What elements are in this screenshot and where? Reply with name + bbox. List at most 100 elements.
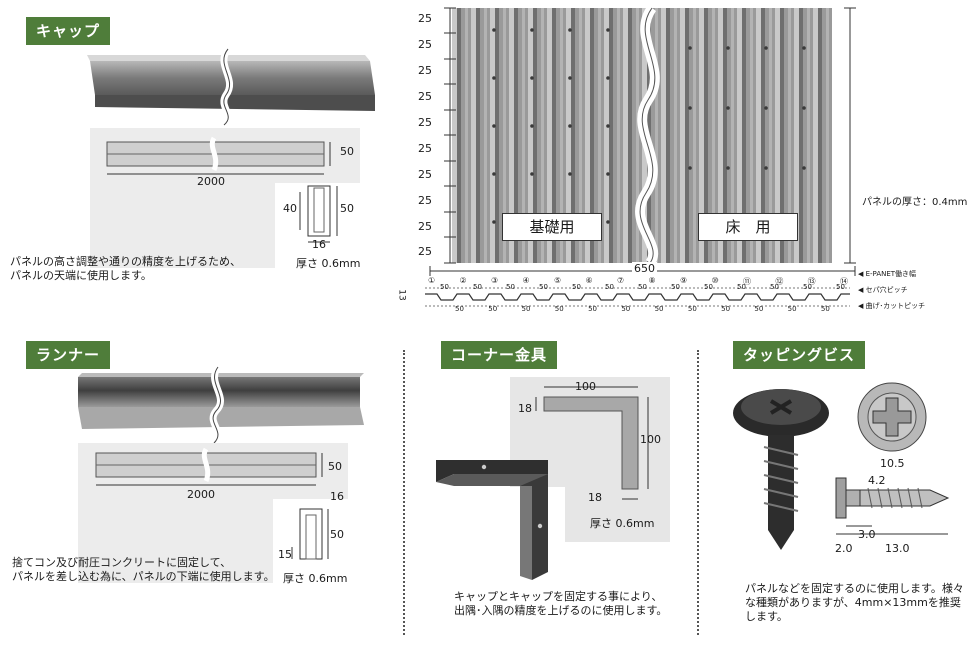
pitch-top: 50 xyxy=(572,283,581,291)
corner-dim-top: 100 xyxy=(575,380,596,393)
pitch-number: ⑤ xyxy=(554,276,562,285)
pitch-top: 50 xyxy=(440,283,449,291)
panel-row-dim: 25 xyxy=(418,38,432,51)
pitch-bottom: 50 xyxy=(488,305,498,313)
runner-description: 捨てコン及び耐圧コンクリートに固定して、 パネルを差し込む為に、パネルの下端に使… xyxy=(12,556,275,583)
pitch-top: 50 xyxy=(506,283,515,291)
panel-thickness-note: パネルの厚さ：0.4mm xyxy=(862,197,968,208)
runner-dim-length: 2000 xyxy=(187,488,215,501)
panel-row-dim: 25 xyxy=(418,116,432,129)
pitch-bottom: 50 xyxy=(754,305,764,313)
screw-description: パネルなどを固定するのに使用します。様々 な種類がありますが、4mm×13mmを… xyxy=(745,582,964,623)
screw-dim-a: 4.2 xyxy=(868,474,886,487)
cap-dim-inner: 40 xyxy=(283,202,297,215)
runner-3d-illustration xyxy=(78,364,364,446)
panel-row-dim: 25 xyxy=(418,245,432,258)
cap-dim-height: 50 xyxy=(340,145,354,158)
panel-side-height: 13 xyxy=(396,289,407,301)
panel-label-floor: 床 用 xyxy=(698,213,798,241)
screw-dim-b: 3.0 xyxy=(858,528,876,541)
cap-dim-thickness: 厚さ 0.6mm xyxy=(296,257,361,270)
pitch-number: ⑭ xyxy=(839,277,848,286)
pitch-top: 50 xyxy=(836,283,845,291)
corner-description: キャップとキャップを固定する事により、 出隅･入隅の精度を上げるのに使用します。 xyxy=(454,590,668,617)
panel-row-dim: 25 xyxy=(418,194,432,207)
panel-legend: ◀ E-PANET働き幅 ◀ セパ穴ピッチ ◀ 曲げ･カットピッチ xyxy=(858,266,925,314)
pitch-bottom: 50 xyxy=(621,305,631,313)
cap-description: パネルの高さ調整や通りの精度を上げるため、 パネルの天端に使用します。 xyxy=(10,255,241,282)
pitch-top: 50 xyxy=(803,283,812,291)
panel-row-dim: 25 xyxy=(418,90,432,103)
pitch-top: 50 xyxy=(671,283,680,291)
pitch-bottom: 50 xyxy=(588,305,597,313)
pitch-number: ⑥ xyxy=(585,276,593,285)
pitch-number: ⑩ xyxy=(711,276,719,285)
panel-pitch-bottom: 50 50 50 50 50 50 50 50 50 50 50 50 xyxy=(455,305,830,313)
panel-circle-numbers: ① ② ③ ④ ⑤ ⑥ ⑦ ⑧ ⑨ ⑩ ⑪ ⑫ ⑬ ⑭ xyxy=(428,276,848,287)
panel-row-dim: 25 xyxy=(418,142,432,155)
panel-width-dim: 650 xyxy=(632,262,657,275)
cap-section-tag: キャップ xyxy=(26,17,111,45)
pitch-top: 50 xyxy=(605,283,614,291)
section-separator xyxy=(697,350,699,635)
pitch-number: ④ xyxy=(522,276,530,285)
runner-dim-thickness: 厚さ 0.6mm xyxy=(283,572,348,585)
panel-row-dim: 25 xyxy=(418,12,432,25)
pitch-top: 50 xyxy=(704,283,713,291)
screw-side-view xyxy=(835,477,950,535)
runner-dim-flange-height: 50 xyxy=(330,528,344,541)
pitch-bottom: 50 xyxy=(455,305,464,313)
legend-item: ◀ 曲げ･カットピッチ xyxy=(858,302,926,310)
panel-height-line xyxy=(844,7,856,264)
screw-dim-length: 13.0 xyxy=(885,542,910,555)
pitch-bottom: 50 xyxy=(687,305,697,313)
corner-dim-bottom: 18 xyxy=(588,491,602,504)
runner-section-tag: ランナー xyxy=(26,341,111,369)
legend-item: ◀ セパ穴ピッチ xyxy=(858,286,908,294)
panel-row-dim: 25 xyxy=(418,220,432,233)
pitch-top: 50 xyxy=(539,283,548,291)
runner-dim-height: 50 xyxy=(328,460,342,473)
panel-profile-section xyxy=(425,287,850,307)
pitch-number: ⑨ xyxy=(680,276,688,285)
screw-top-view xyxy=(857,382,927,452)
legend-item: ◀ E-PANET働き幅 xyxy=(858,270,917,278)
cap-3d-illustration xyxy=(87,46,375,128)
pitch-top: 50 xyxy=(473,283,482,291)
pitch-number: ⑫ xyxy=(775,277,784,286)
pitch-top: 50 xyxy=(638,283,647,291)
pitch-top: 50 xyxy=(770,283,779,291)
cap-dim-length: 2000 xyxy=(197,175,225,188)
section-separator xyxy=(403,350,405,635)
panel-row-ruler xyxy=(444,7,456,264)
pitch-number: ③ xyxy=(491,276,499,285)
corner-dim-right: 100 xyxy=(640,433,661,446)
corner-dim-left: 18 xyxy=(518,402,532,415)
pitch-bottom: 50 xyxy=(554,305,564,313)
corner-dim-thickness: 厚さ 0.6mm xyxy=(590,517,655,530)
pitch-number: ⑬ xyxy=(807,277,816,286)
corner-dimension-drawing xyxy=(510,377,670,542)
pitch-bottom: 50 xyxy=(521,305,531,313)
panel-pitch-top: 50 50 50 50 50 50 50 50 50 50 50 50 50 xyxy=(440,283,845,291)
runner-dim-width: 16 xyxy=(330,490,344,503)
runner-dim-inner: 15 xyxy=(278,548,292,561)
screw-3d-illustration xyxy=(733,389,829,550)
corner-section-tag: コーナー金具 xyxy=(441,341,558,369)
pitch-bottom: 50 xyxy=(721,305,731,313)
screw-section-tag: タッピングビス xyxy=(733,341,866,369)
screw-dim-head: 10.5 xyxy=(880,457,905,470)
pitch-top: 50 xyxy=(737,283,746,291)
pitch-bottom: 50 xyxy=(787,305,797,313)
pitch-number: ② xyxy=(459,276,467,285)
panel-row-dim: 25 xyxy=(418,168,432,181)
panel-label-foundation: 基礎用 xyxy=(502,213,602,241)
screw-dim-c: 2.0 xyxy=(835,542,853,555)
corner-3d-illustration xyxy=(436,460,548,580)
separator-holes xyxy=(492,28,806,224)
cap-dim-width: 16 xyxy=(312,238,326,251)
runner-dimension-drawing xyxy=(78,443,348,583)
panel-row-dim: 25 xyxy=(418,64,432,77)
pitch-bottom: 50 xyxy=(654,305,664,313)
pitch-number: ① xyxy=(428,276,436,285)
